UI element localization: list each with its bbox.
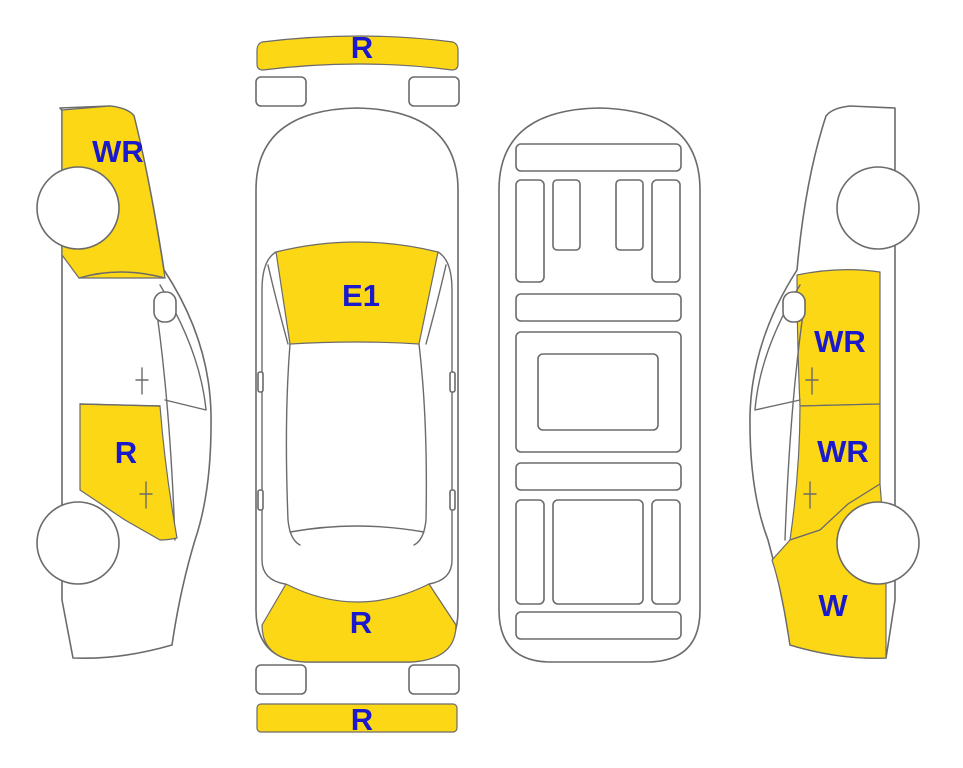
front-left-seat-inner	[552, 179, 581, 251]
front-bumper-label: R	[351, 30, 373, 65]
left-headlight	[255, 76, 307, 107]
center-console	[537, 353, 659, 431]
rear-left-seat	[515, 499, 545, 605]
right-side-pillar	[784, 299, 806, 541]
left-rear-door-label: R	[115, 435, 137, 470]
rear-bumper-label: R	[351, 702, 373, 737]
left-rear-door-handle	[139, 481, 153, 509]
rear-bumper[interactable]: R	[256, 702, 458, 737]
left-side-hood-line	[78, 271, 166, 279]
rear-right-seat	[651, 499, 681, 605]
car-right-side-view: WR WR W	[749, 105, 920, 660]
dashboard	[515, 143, 682, 172]
right-mirror	[449, 371, 456, 393]
left-side-mirror	[153, 291, 177, 323]
left-front-wheel	[36, 166, 120, 250]
left-front-fender-label: WR	[92, 134, 144, 169]
car-top-view: E1 R	[255, 107, 459, 663]
trunk-lid-panel[interactable]	[261, 583, 457, 663]
front-bench	[515, 293, 682, 322]
right-rear-door-label: WR	[817, 434, 869, 469]
trunk-lid-label: R	[350, 605, 372, 640]
right-front-wheel	[836, 166, 920, 250]
rear-bumper-panel[interactable]	[256, 703, 458, 733]
right-headlight	[408, 76, 460, 107]
left-rear-wheel	[36, 501, 120, 585]
roof-panel[interactable]	[275, 241, 439, 345]
right-front-door-label: WR	[814, 324, 866, 359]
right-pillar-line	[425, 264, 447, 345]
left-front-door-handle	[135, 367, 149, 395]
car-left-side-view: WR R	[36, 105, 212, 660]
cabin-right-inner	[413, 343, 428, 546]
front-right-seat	[651, 179, 681, 283]
car-interior-view	[498, 107, 701, 663]
left-door-handle-top	[257, 489, 264, 511]
front-right-seat-inner	[615, 179, 644, 251]
right-rear-quarter-label: W	[818, 588, 848, 623]
front-bumper[interactable]: R	[256, 30, 459, 71]
cabin-left-line	[261, 251, 286, 585]
left-side-pillar	[154, 299, 176, 541]
right-door-handle-top	[449, 489, 456, 511]
left-rear-door-panel[interactable]	[79, 403, 178, 541]
right-rear-wheel	[836, 501, 920, 585]
right-taillight	[408, 664, 460, 695]
right-front-door-handle	[805, 367, 819, 395]
rear-center-seat	[552, 499, 644, 605]
rear-window-line	[289, 525, 425, 533]
left-taillight	[255, 664, 307, 695]
trunk-floor	[515, 611, 682, 640]
top-view-body	[255, 107, 459, 663]
left-door-split	[79, 403, 161, 407]
front-left-seat	[515, 179, 545, 283]
left-mirror	[257, 371, 264, 393]
rear-bench	[515, 462, 682, 491]
cabin-left-inner	[285, 343, 301, 546]
front-bumper-panel[interactable]	[256, 35, 459, 71]
roof-label: E1	[342, 278, 380, 313]
left-pillar-line	[267, 264, 289, 345]
right-side-mirror	[782, 291, 806, 323]
cabin-right-line	[428, 251, 453, 585]
right-rear-door-handle	[803, 481, 817, 509]
